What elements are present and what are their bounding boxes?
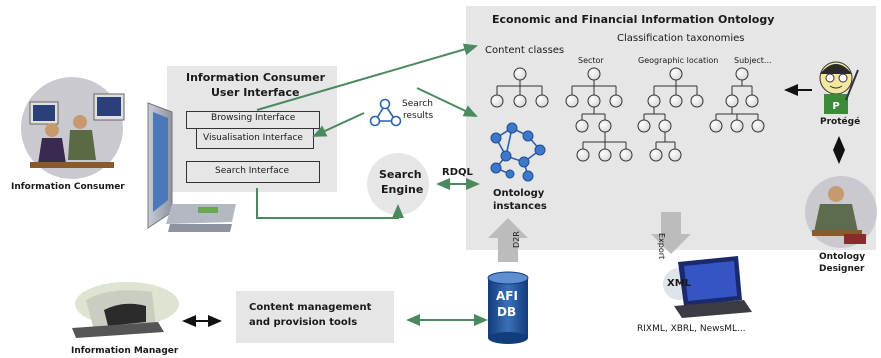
search-engine-label-2: Engine bbox=[381, 183, 424, 196]
classification-taxonomies-label: Classification taxonomies bbox=[617, 33, 745, 44]
protege-character: P bbox=[819, 61, 859, 114]
db-label-1: AFI bbox=[496, 289, 518, 303]
designer-label-2: Designer bbox=[819, 264, 865, 274]
rdql-label: RDQL bbox=[442, 167, 473, 178]
ontology-instances-label-1: Ontology bbox=[493, 188, 545, 199]
visualisation-interface-box bbox=[196, 128, 314, 149]
svg-text:P: P bbox=[832, 101, 839, 112]
manager-illustration bbox=[72, 282, 179, 338]
consumer-ui-title-1: Information Consumer bbox=[186, 71, 326, 84]
monitor-icon bbox=[147, 102, 236, 232]
search-engine-node bbox=[367, 153, 429, 215]
subject-label: Subject... bbox=[734, 56, 772, 65]
geographic-location-label: Geographic location bbox=[638, 56, 719, 65]
xml-label: XML bbox=[667, 278, 692, 289]
content-tools-label-1: Content management bbox=[249, 302, 372, 313]
consumer-ui-title-2: User Interface bbox=[211, 86, 300, 99]
ontology-instances-label-2: instances bbox=[493, 201, 547, 212]
content-tools-box bbox=[236, 291, 394, 343]
arrow-to-search-engine bbox=[257, 204, 404, 219]
afi-db-cylinder bbox=[487, 271, 529, 344]
search-interface-label: Search Interface bbox=[215, 166, 290, 176]
protege-label: Protégé bbox=[820, 117, 861, 127]
consumer-label: Information Consumer bbox=[11, 182, 125, 192]
sector-tree bbox=[565, 67, 633, 162]
manager-label: Information Manager bbox=[71, 346, 179, 356]
formats-label: RIXML, XBRL, NewsML... bbox=[637, 324, 746, 334]
d2r-arrow bbox=[488, 218, 528, 262]
search-engine-label-1: Search bbox=[379, 168, 422, 181]
xml-laptop-icon bbox=[663, 256, 752, 318]
search-results-label-1: Search bbox=[402, 99, 433, 109]
visualisation-interface-label: Visualisation Interface bbox=[203, 133, 303, 143]
ontology-instances-icon bbox=[490, 122, 546, 182]
search-results-label-2: results bbox=[403, 111, 434, 121]
content-classes-label: Content classes bbox=[485, 45, 565, 56]
export-arrow bbox=[651, 212, 691, 254]
content-tools-label-2: and provision tools bbox=[249, 317, 358, 328]
consumer-illustration bbox=[21, 77, 125, 179]
export-label: Export bbox=[657, 233, 666, 260]
geographic-tree bbox=[637, 67, 704, 162]
browsing-interface-label: Browsing Interface bbox=[211, 113, 296, 123]
search-interface-box bbox=[186, 161, 320, 183]
db-label-2: DB bbox=[497, 305, 517, 319]
arrow-ontology-to-browsing bbox=[256, 43, 478, 111]
sector-label: Sector bbox=[578, 56, 604, 65]
arrow-instances-to-results bbox=[416, 87, 478, 117]
content-classes-tree bbox=[490, 67, 549, 108]
ontology-title: Economic and Financial Information Ontol… bbox=[492, 13, 775, 26]
search-results-icon bbox=[369, 98, 402, 127]
d2r-label: D2R bbox=[512, 231, 521, 248]
arrow-results-to-visualisation bbox=[312, 112, 365, 137]
subject-tree bbox=[709, 67, 765, 133]
designer-illustration bbox=[805, 176, 877, 248]
designer-label-1: Ontology bbox=[819, 252, 866, 262]
